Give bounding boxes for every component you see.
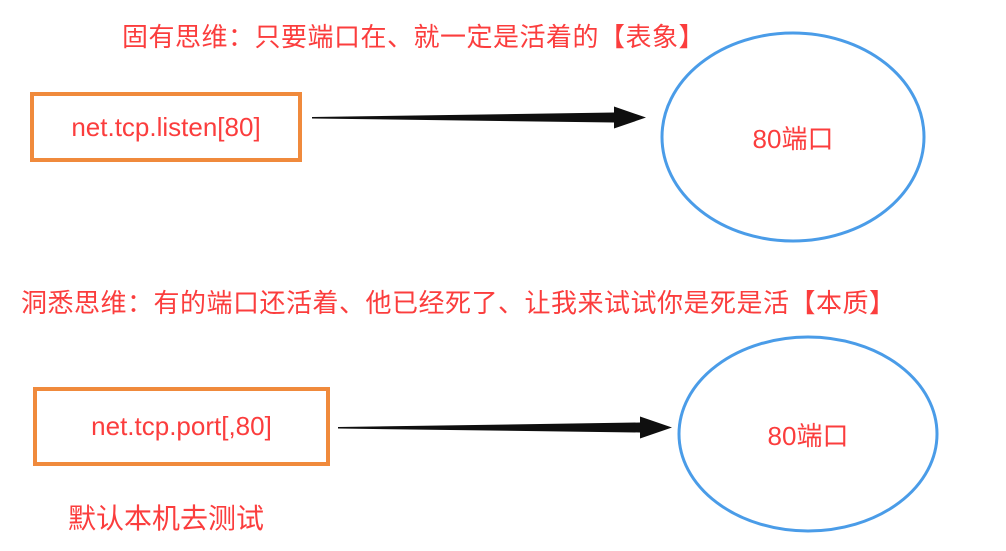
section2-ellipse-label: 80端口	[767, 420, 849, 451]
section1-item-key: net.tcp.listen[80]	[71, 111, 261, 142]
arrow-right-icon	[338, 416, 672, 439]
arrow-shape	[338, 416, 672, 439]
section1-heading: 固有思维：只要端口在、就一定是活着的【表象】	[122, 22, 706, 52]
section2-item-box: net.tcp.port[,80]	[33, 387, 330, 466]
section2-note: 默认本机去测试	[68, 503, 265, 534]
arrow-shape	[312, 106, 646, 129]
section1-ellipse-label: 80端口	[752, 123, 834, 154]
section2-heading: 洞悉思维：有的端口还活着、他已经死了、让我来试试你是死是活【本质】	[21, 288, 896, 318]
ellipse-outline	[660, 31, 926, 243]
ellipse-icon	[677, 335, 939, 533]
section1-port-ellipse: 80端口	[658, 29, 928, 245]
section1-item-box: net.tcp.listen[80]	[30, 92, 302, 162]
ellipse-icon	[660, 31, 926, 243]
arrow-right-icon	[312, 106, 646, 129]
section2-item-key: net.tcp.port[,80]	[91, 411, 272, 441]
section2-port-ellipse: 80端口	[676, 334, 940, 534]
ellipse-outline	[677, 335, 939, 533]
